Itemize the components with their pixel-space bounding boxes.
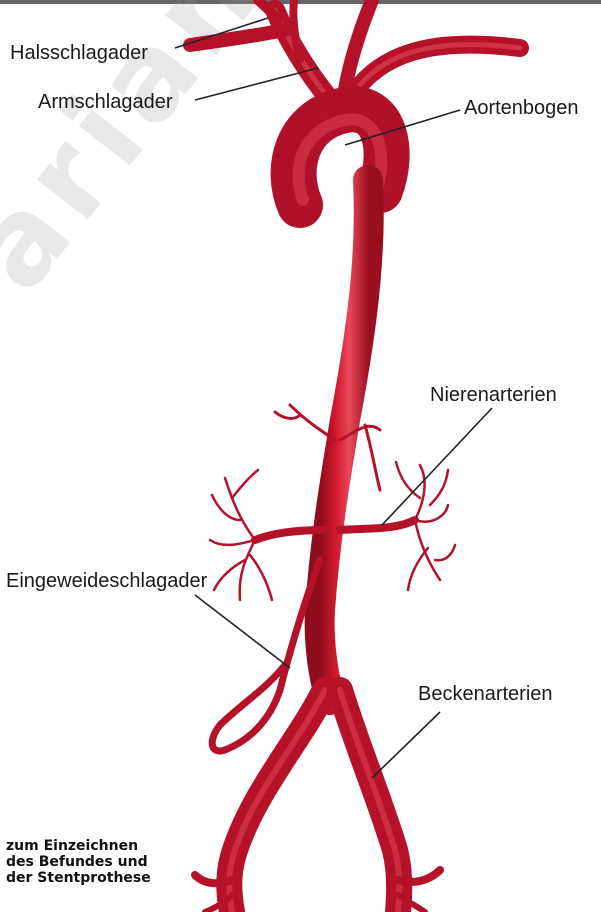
neck-arteries <box>190 0 520 100</box>
stent-note-line-2: des Befundes und <box>6 854 151 870</box>
stent-note: zum Einzeichnen des Befundes und der Ste… <box>6 838 151 886</box>
label-aortenbogen: Aortenbogen <box>464 98 579 118</box>
label-eingeweideschlagader: Eingeweideschlagader <box>6 571 207 591</box>
leader-eingeweideschlagader <box>195 595 290 668</box>
stent-note-line-3: der Stentprothese <box>6 870 151 886</box>
vertebral-branch <box>293 0 300 60</box>
label-armschlagader: Armschlagader <box>38 92 173 112</box>
descending-aorta <box>320 180 369 700</box>
label-nierenarterien: Nierenarterien <box>430 385 557 405</box>
right-subclavian-artery <box>190 30 285 45</box>
leader-armschlagader <box>195 68 318 100</box>
label-halsschlagader: Halsschlagader <box>10 43 148 63</box>
iliac-arteries <box>195 690 440 912</box>
leader-beckenarterien <box>372 712 440 778</box>
stent-note-line-1: zum Einzeichnen <box>6 838 151 854</box>
label-beckenarterien: Beckenarterien <box>418 684 553 704</box>
